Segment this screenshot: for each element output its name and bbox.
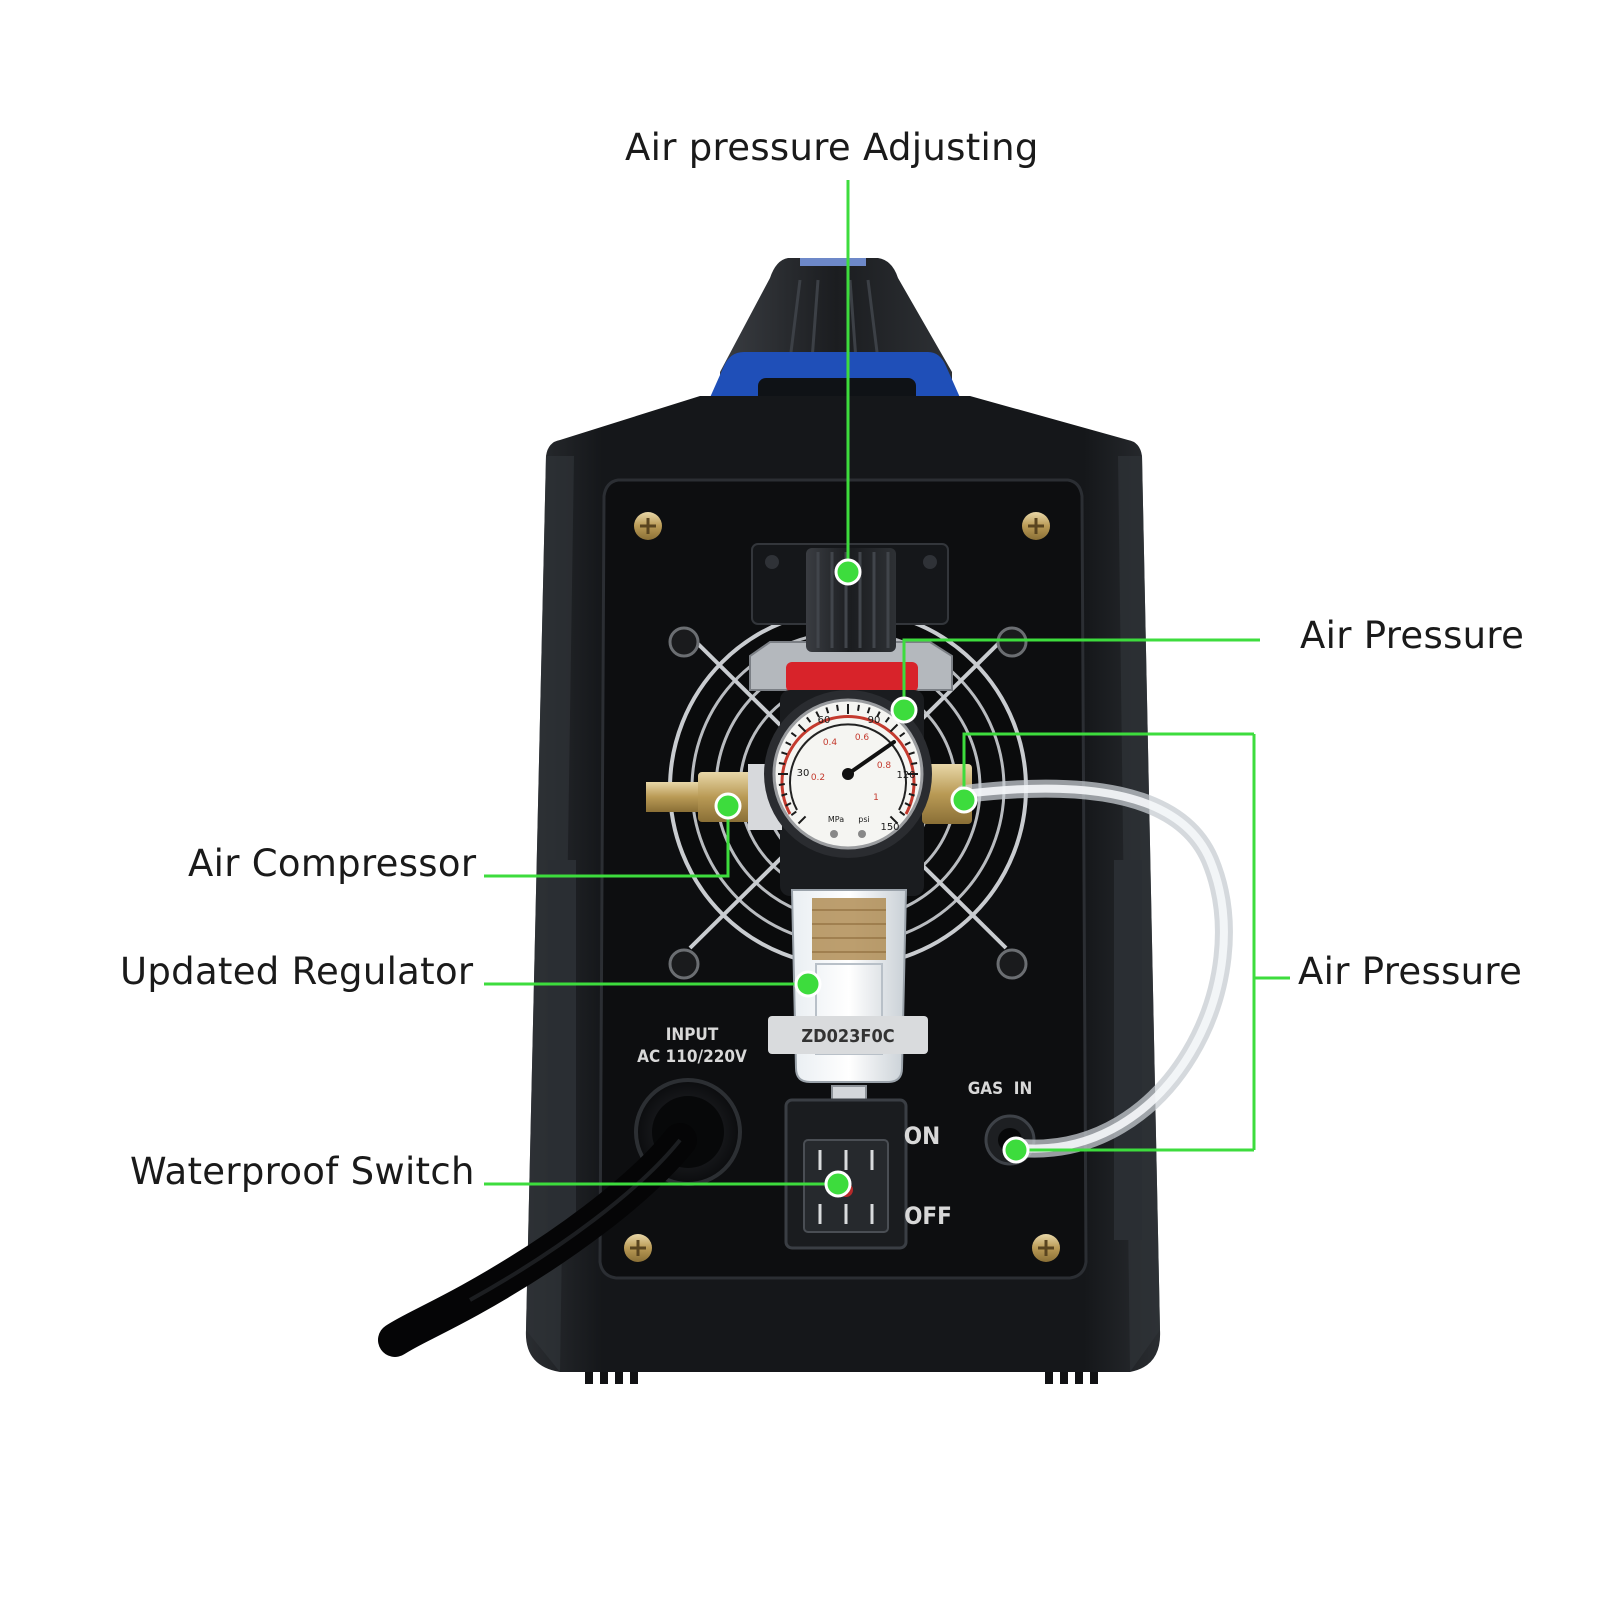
callout-air-compressor: Air Compressor (188, 842, 477, 885)
gauge-tick (857, 704, 860, 711)
gauge-psi-tick: 120 (896, 770, 915, 781)
callout-dot (834, 558, 862, 586)
gauge-tick (790, 732, 797, 738)
gauge-mpa-tick: 0.2 (811, 773, 825, 783)
gauge-psi-tick: 60 (818, 715, 831, 726)
gauge-tick (836, 704, 839, 711)
gauge-mpa-tick: 1 (873, 793, 879, 803)
model-code-text: ZD023F0C (801, 1026, 894, 1047)
gauge-tick (778, 762, 785, 765)
gauge-tick (790, 810, 797, 816)
gauge-tick (899, 810, 906, 816)
fan-screw-icon (668, 948, 700, 980)
gauge-psi-tick: 90 (868, 715, 881, 726)
gauge-tick (904, 741, 911, 746)
gauge-tick (797, 723, 807, 733)
corner-screws (624, 512, 1060, 1262)
gauge-tick (889, 723, 899, 733)
gauge-tick (778, 783, 785, 786)
fan-screw-icon (996, 626, 1028, 658)
gauge-tick (908, 751, 915, 756)
gauge-psi-tick: 150 (880, 822, 899, 833)
screw-icon (1022, 512, 1050, 540)
gauge-tick (806, 716, 812, 723)
gauge-unit-psi: psi (858, 815, 869, 824)
gauge-tick (889, 815, 899, 825)
gauge-tick (815, 711, 820, 718)
gauge-tick (904, 802, 911, 807)
callout-waterproof-switch: Waterproof Switch (130, 1150, 475, 1193)
callout-dot (714, 792, 742, 820)
gauge-tick-marks (778, 704, 918, 825)
gauge-tick (781, 792, 788, 797)
switch-on-label: ON (904, 1122, 940, 1150)
callout-air-pressure-adjusting: Air pressure Adjusting (625, 126, 1039, 169)
gauge-mpa-tick: 0.6 (855, 733, 870, 743)
callout-air-pressure-gauge: Air Pressure (1300, 614, 1525, 657)
gauge-mpa-tick: 0.8 (877, 761, 892, 771)
gauge-tick (781, 751, 788, 756)
gauge-psi-tick: 30 (797, 768, 810, 779)
callout-dots (714, 558, 1030, 1198)
gauge-tick (911, 783, 918, 786)
callout-dot (794, 970, 822, 998)
air-hose (955, 779, 1233, 1158)
callout-dot (824, 1170, 852, 1198)
screw-icon (634, 512, 662, 540)
gauge-tick (884, 716, 890, 723)
gauge-tick (876, 711, 881, 718)
gauge-tick (866, 707, 871, 714)
screw-icon (1032, 1234, 1060, 1262)
gauge-unit-mpa: MPa (828, 815, 844, 824)
input-label-group: INPUT AC 110/220V (637, 1025, 747, 1067)
model-sticker: ZD023F0C (768, 1016, 928, 1054)
air-pressure-adjusting-knob[interactable] (786, 548, 918, 692)
callout-air-pressure-hose: Air Pressure (1298, 950, 1523, 993)
callout-updated-regulator: Updated Regulator (120, 950, 474, 993)
callout-dot (950, 786, 978, 814)
gauge-needle (846, 740, 896, 776)
switch-off-label: OFF (904, 1202, 952, 1230)
fan-screw-icon (668, 626, 700, 658)
gauge-tick (797, 815, 807, 825)
gauge-tick (899, 732, 906, 738)
pressure-gauge: 30 60 90 120 150 0.2 0.4 0.6 0.8 1 MPa p… (764, 690, 932, 858)
callout-dot (1002, 1136, 1030, 1164)
gauge-tick (911, 762, 918, 765)
input-label: INPUT (666, 1025, 719, 1045)
input-voltage-label: AC 110/220V (637, 1047, 747, 1067)
fan-screw-icon (996, 948, 1028, 980)
power-cable (378, 1078, 742, 1357)
screw-icon (624, 1234, 652, 1262)
gas-in-label: GAS IN (968, 1079, 1033, 1099)
gauge-tick (785, 802, 792, 807)
gauge-tick (825, 707, 830, 714)
callout-lines (484, 180, 1290, 1186)
gauge-tick (785, 741, 792, 746)
gauge-mpa-tick: 0.4 (823, 738, 838, 748)
gauge-tick (908, 792, 915, 797)
callout-dot (890, 696, 918, 724)
